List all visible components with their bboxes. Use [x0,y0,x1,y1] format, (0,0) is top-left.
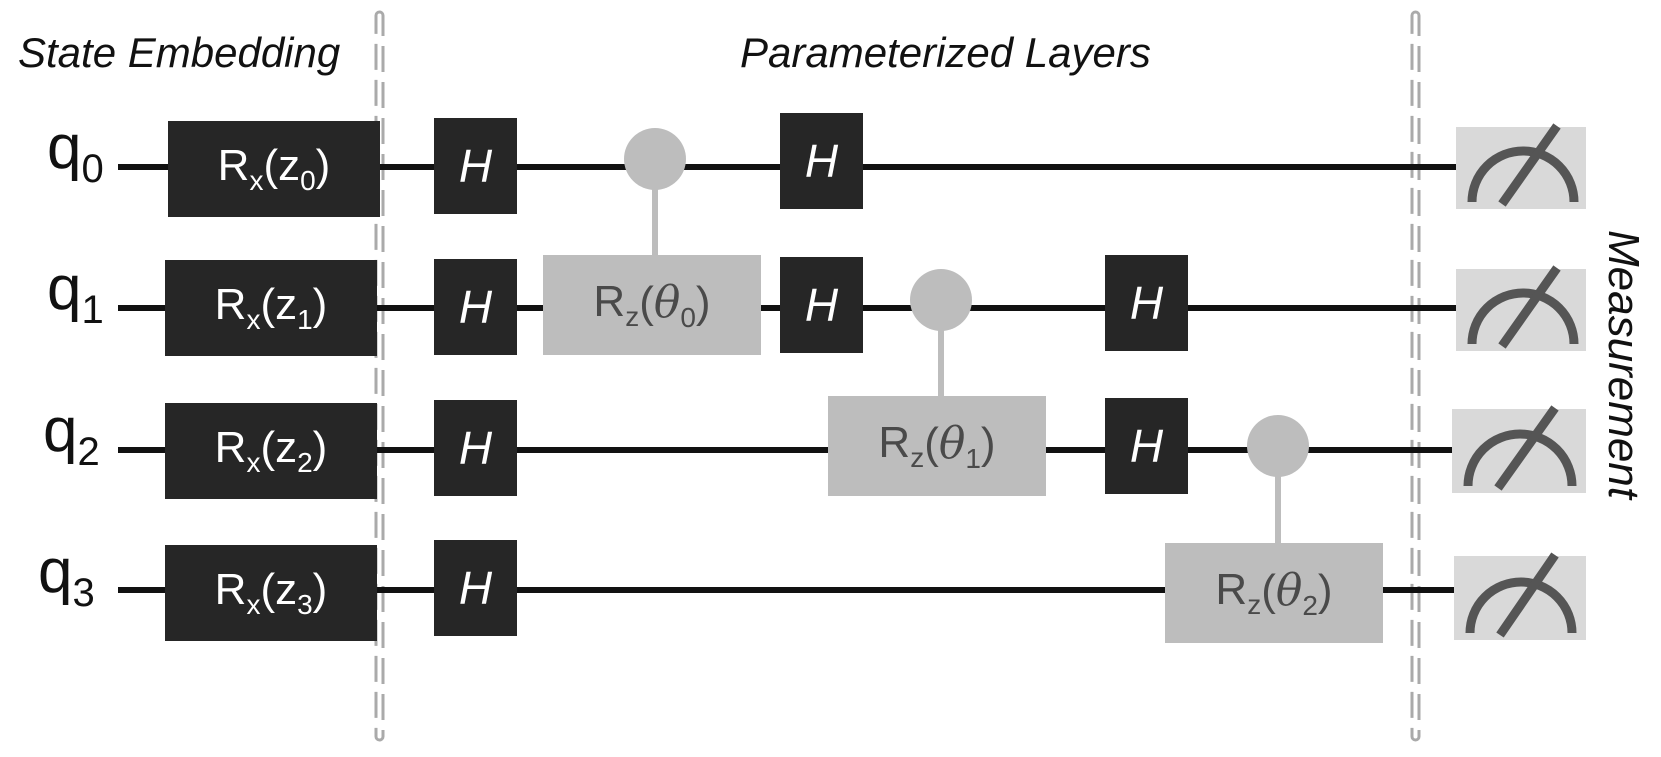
embedding-gate-q1: Rx(z1) [165,260,377,356]
hadamard-gate-q1-1: H [434,259,517,355]
measurement-meter-icon [1456,123,1586,209]
section-title-embedding: State Embedding [18,29,341,76]
qubit-label-q3: q3 [38,537,95,615]
hadamard-gate-q0-2: H [780,113,863,209]
embedding-gate-q3: Rx(z3) [165,545,377,641]
section-title-measurement: Measurement [1599,230,1648,500]
hadamard-gate-q0-1: H [434,118,517,214]
qubit-label-q2: q2 [43,396,100,474]
hadamard-gate-q2-2: H [1105,398,1188,494]
embedding-gate-q2: Rx(z2) [165,403,377,499]
controlled-rz-gate-1: Rz(θ1) [828,396,1046,496]
hadamard-gate-q1-2: H [780,257,863,353]
measurement-meter-icon [1454,552,1586,640]
controlled-rz-gate-2: Rz(θ2) [1165,543,1383,643]
section-title-layers: Parameterized Layers [740,29,1151,76]
hadamard-gate-q3-1: H [434,540,517,636]
measurement-meter-icon [1456,265,1586,351]
measurement-meter-icon [1452,405,1586,493]
qubit-label-q1: q1 [47,254,104,332]
hadamard-gate-q2-1: H [434,400,517,496]
embedding-gate-q0: Rx(z0) [168,121,380,217]
control-dot-q1 [910,269,972,331]
hadamard-gate-q1-3: H [1105,255,1188,351]
divider-measurement [1410,10,1421,742]
controlled-rz-gate-0: Rz(θ0) [543,255,761,355]
control-dot-q2 [1247,415,1309,477]
qubit-label-q0: q0 [47,113,104,191]
control-dot-q0 [624,128,686,190]
divider-embedding [374,10,385,742]
